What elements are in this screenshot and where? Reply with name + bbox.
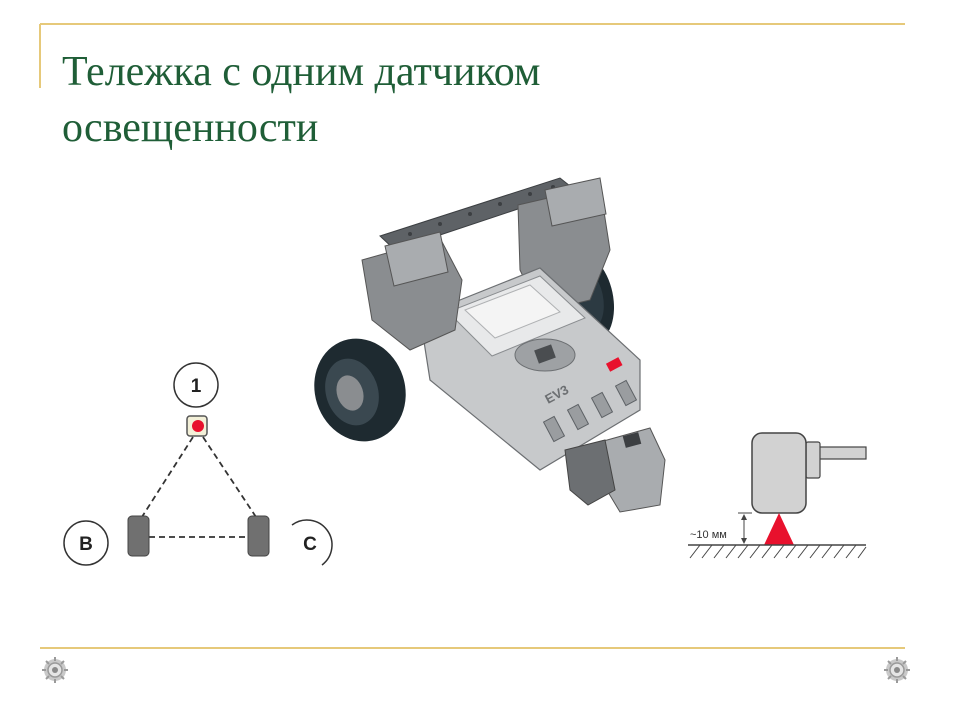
light-beam bbox=[764, 513, 794, 545]
gear-ornament-icon bbox=[42, 657, 68, 683]
motor-c-label: C bbox=[303, 534, 317, 555]
front-wheel bbox=[314, 338, 406, 442]
cable-plug bbox=[805, 441, 821, 479]
sensor-label: 1 bbox=[191, 376, 202, 397]
gear-ornament-icon bbox=[884, 657, 910, 683]
distance-label: ~10 мм bbox=[690, 529, 727, 541]
sensor-lens bbox=[622, 432, 642, 448]
motor-right-cap bbox=[544, 177, 607, 227]
motor-left-cap bbox=[384, 231, 449, 287]
ground-hatching bbox=[689, 544, 867, 559]
sensor-mount bbox=[564, 439, 616, 506]
slide-title: Тележка с одним датчиком освещенности bbox=[62, 44, 762, 156]
slide-title-line-1: Тележка с одним датчиком bbox=[62, 49, 541, 95]
dimension-arrow-bottom bbox=[741, 538, 747, 544]
dimension-arrow-top bbox=[741, 514, 747, 520]
ev3-screen bbox=[464, 284, 561, 339]
ev3-input-ports bbox=[542, 379, 638, 443]
slide-title-line-2: освещенности bbox=[62, 105, 319, 151]
motor-b-label-circle bbox=[63, 520, 109, 566]
dashed-link-right bbox=[202, 436, 259, 521]
motor-b-label: B bbox=[79, 534, 93, 555]
dashed-link-left bbox=[139, 436, 194, 521]
wheel-c bbox=[247, 515, 270, 557]
sensor-body bbox=[751, 432, 807, 514]
ev3-buttons bbox=[514, 338, 576, 372]
sensor-light-dot bbox=[192, 420, 204, 432]
ev3-logo-badge bbox=[605, 357, 623, 372]
motor-c-label-circle bbox=[291, 519, 333, 566]
wheel-b bbox=[127, 515, 150, 557]
sensor-label-circle bbox=[173, 362, 219, 408]
